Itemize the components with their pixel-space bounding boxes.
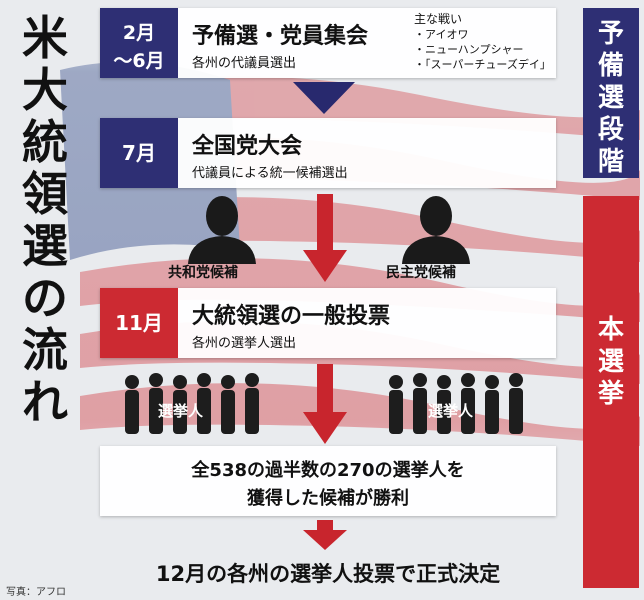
electors-crowd-left-icon bbox=[125, 373, 259, 434]
side-char: 本 bbox=[597, 315, 624, 345]
democratic-candidate-silhouette-icon bbox=[402, 196, 470, 264]
side-char: 選 bbox=[597, 347, 624, 377]
title-char: 選 bbox=[22, 219, 68, 273]
republican-candidate-label: 共和党候補 bbox=[168, 265, 238, 281]
final-decision-text: 12月の各州の選挙人投票で正式決定 bbox=[155, 562, 501, 586]
step-title: 予備選・党員集会 bbox=[192, 24, 369, 49]
title-char: の bbox=[22, 271, 68, 325]
step-general-election-card: 11月 大統領選の一般投票 各州の選挙人選出 bbox=[100, 288, 556, 358]
side-char: 挙 bbox=[597, 379, 624, 409]
period-badge: 7月 bbox=[100, 118, 178, 188]
notes-title: 主な戦い bbox=[414, 12, 463, 26]
step-title: 大統領選の一般投票 bbox=[192, 304, 391, 329]
period-line: ～6月 bbox=[113, 50, 165, 72]
primary-stage-label: 予 備 選 段 階 bbox=[583, 8, 639, 178]
battles-notes: 主な戦い ・アイオワ ・ニューハンプシャー ・「スーパーチューズデイ」 bbox=[414, 12, 551, 72]
title-char: 米 bbox=[22, 11, 68, 65]
note-item: ・「スーパーチューズデイ」 bbox=[414, 58, 551, 71]
step-subtitle: 各州の代議員選出 bbox=[192, 56, 297, 71]
side-char: 備 bbox=[597, 51, 624, 81]
title-char: 大 bbox=[22, 63, 68, 117]
period-badge: 11月 bbox=[100, 288, 178, 358]
step-primary-card: 2月 ～6月 予備選・党員集会 各州の代議員選出 主な戦い ・アイオワ ・ニュー… bbox=[100, 8, 556, 78]
republican-candidate-silhouette-icon bbox=[188, 196, 256, 264]
result-line: 獲得した候補が勝利 bbox=[247, 488, 409, 509]
side-char: 階 bbox=[597, 147, 624, 177]
result-card: 全538の過半数の270の選挙人を 獲得した候補が勝利 bbox=[100, 446, 556, 516]
electors-crowd-right-icon bbox=[389, 373, 523, 434]
electors-label-left: 選挙人 bbox=[158, 402, 204, 420]
step-subtitle: 代議員による統一候補選出 bbox=[192, 166, 348, 181]
note-item: ・アイオワ bbox=[414, 28, 469, 41]
step-subtitle: 各州の選挙人選出 bbox=[192, 336, 297, 351]
down-arrow-icon bbox=[303, 520, 347, 550]
title-char: 統 bbox=[22, 115, 68, 169]
main-election-label: 本 選 挙 bbox=[583, 196, 639, 588]
period-line: 2月 bbox=[122, 22, 156, 44]
step-title: 全国党大会 bbox=[192, 134, 303, 159]
result-line: 全538の過半数の270の選挙人を bbox=[191, 460, 465, 481]
note-item: ・ニューハンプシャー bbox=[414, 43, 524, 56]
title-char: 領 bbox=[22, 167, 68, 221]
electors-label-right: 選挙人 bbox=[428, 402, 474, 420]
down-arrow-icon bbox=[303, 364, 347, 444]
side-char: 予 bbox=[597, 19, 624, 49]
side-char: 段 bbox=[597, 115, 624, 145]
side-char: 選 bbox=[597, 83, 624, 113]
democratic-candidate-label: 民主党候補 bbox=[386, 265, 456, 281]
step-convention-card: 7月 全国党大会 代議員による統一候補選出 bbox=[100, 118, 556, 188]
period-badge: 2月 ～6月 bbox=[100, 8, 178, 78]
down-arrow-icon bbox=[293, 82, 355, 114]
down-arrow-icon bbox=[303, 194, 347, 282]
title-char: 流 bbox=[22, 323, 68, 377]
title-char: れ bbox=[22, 375, 68, 429]
photo-credit: 写真：アフロ bbox=[6, 587, 66, 598]
